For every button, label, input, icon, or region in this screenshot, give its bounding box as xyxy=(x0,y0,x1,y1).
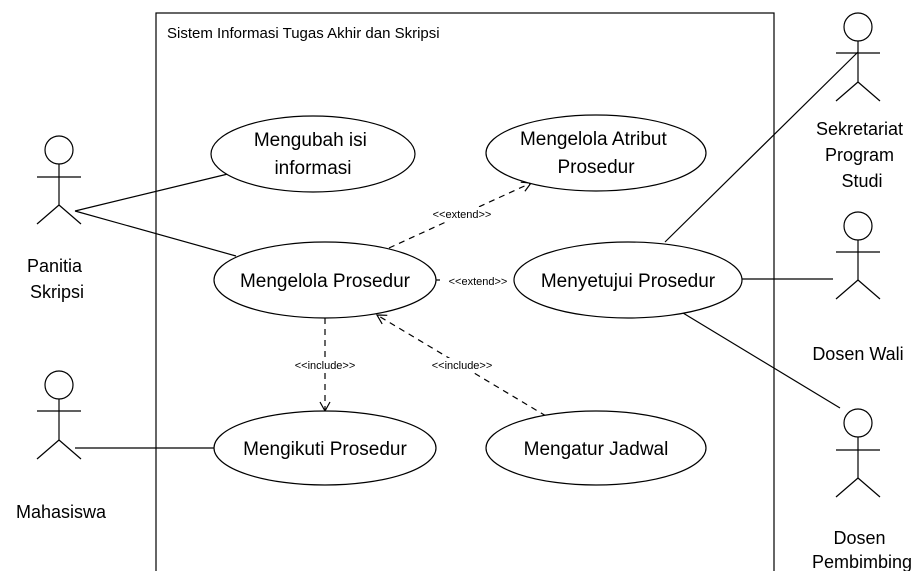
extend-atribut-label: <<extend>> xyxy=(433,209,492,221)
actor-label: Pembimbing xyxy=(812,552,912,571)
actor-label: Dosen Wali xyxy=(812,344,903,364)
use-case-label: Prosedur xyxy=(557,157,635,178)
actor-dosen-pembimbing[interactable]: Dosen Pembimbing xyxy=(812,408,912,571)
association-lines xyxy=(74,51,859,449)
stick-figure-icon xyxy=(36,370,82,460)
actor-panitia-skripsi[interactable]: Panitia Skripsi xyxy=(27,135,87,302)
assoc-panitia-mengubah xyxy=(74,172,233,212)
stick-figure-icon xyxy=(36,135,82,225)
extend-menyetujui-label: <<extend>> xyxy=(449,276,508,288)
stereotype-labels: <<extend>> <<extend>> <<include>> <<incl… xyxy=(287,207,516,372)
actor-sekretariat-program-studi[interactable]: Sekretariat Program Studi xyxy=(816,12,908,191)
actor-label: Sekretariat xyxy=(816,119,903,139)
use-case-mengatur-jadwal[interactable]: Mengatur Jadwal xyxy=(485,410,707,486)
system-boundary: Sistem Informasi Tugas Akhir dan Skripsi xyxy=(155,12,775,571)
stick-figure-icon xyxy=(835,12,881,102)
actor-label: Program xyxy=(825,145,894,165)
use-case-mengikuti-prosedur[interactable]: Mengikuti Prosedur xyxy=(213,410,437,486)
actor-label: Dosen xyxy=(833,528,885,548)
use-case-label: Mengelola Atribut xyxy=(520,129,668,150)
actor-dosen-wali[interactable]: Dosen Wali xyxy=(812,211,904,364)
use-case-label: Mengubah isi xyxy=(254,130,367,151)
actor-label: Panitia xyxy=(27,256,83,276)
svg-text:Panitia Skripsi: Panitia Skripsi xyxy=(27,256,87,302)
svg-text:Mengelola Atribut Prosed: Mengelola Atribut Prosedur xyxy=(520,129,672,178)
assoc-panitia-mengelola xyxy=(74,210,237,257)
use-case-mengubah-isi[interactable]: Mengubah isi informasi xyxy=(210,115,416,193)
use-case-label: Mengikuti Prosedur xyxy=(243,439,407,460)
actor-label: Skripsi xyxy=(30,282,84,302)
use-case-menyetujui-prosedur[interactable]: Menyetujui Prosedur xyxy=(513,241,743,319)
stick-figure-icon xyxy=(835,408,881,498)
use-case-label: Menyetujui Prosedur xyxy=(541,271,716,292)
actor-label: Mahasiswa xyxy=(16,502,107,522)
use-case-label: informasi xyxy=(274,158,351,179)
use-case-mengelola-atribut[interactable]: Mengelola Atribut Prosedur xyxy=(485,114,707,192)
svg-text:Sekretariat Program: Sekretariat Program Studi xyxy=(816,119,908,191)
include-jadwal-label: <<include>> xyxy=(432,360,493,372)
svg-text:Mengubah isi informasi: Mengubah isi informasi xyxy=(254,130,372,179)
use-case-mengelola-prosedur[interactable]: Mengelola Prosedur xyxy=(213,241,437,319)
use-case-label: Mengatur Jadwal xyxy=(524,439,669,460)
system-title: Sistem Informasi Tugas Akhir dan Skripsi xyxy=(167,25,440,42)
assoc-sekretariat-menyetujui xyxy=(664,51,859,243)
include-mengikuti-label: <<include>> xyxy=(295,360,356,372)
stick-figure-icon xyxy=(835,211,881,300)
use-case-label: Mengelola Prosedur xyxy=(240,271,411,292)
assoc-dospem-menyetujui xyxy=(682,312,841,409)
svg-text:Dosen Pembimbing: Dosen Pembimbing xyxy=(812,528,912,571)
actor-mahasiswa[interactable]: Mahasiswa xyxy=(16,370,107,522)
actor-label: Studi xyxy=(841,171,882,191)
